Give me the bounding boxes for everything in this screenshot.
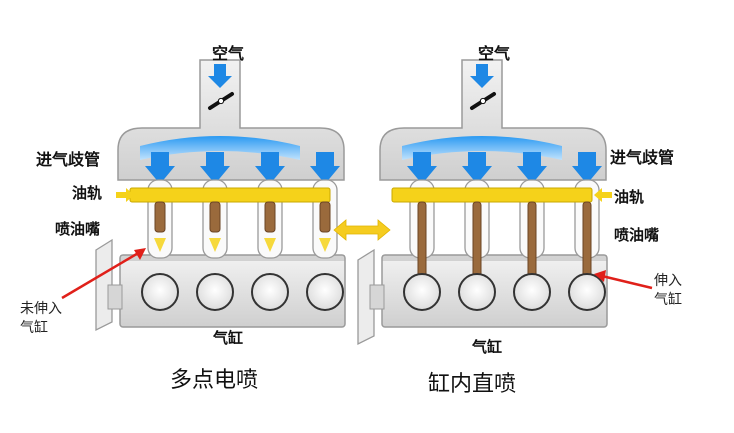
left-cylinder-3 [251, 273, 289, 311]
left-fuel-spray-3 [264, 238, 276, 252]
left-note-arrow-line [61, 250, 141, 300]
left-note-line-1: 未伸入 [20, 301, 62, 317]
right-injector-2 [472, 201, 482, 279]
left-airflow-band [140, 136, 300, 160]
left-cylinder-label: 气缸 [213, 329, 244, 347]
left-fuel-spray-4 [319, 238, 331, 252]
left-intake-manifold-label: 进气歧管 [36, 150, 101, 169]
right-note-arrow-head [594, 270, 606, 282]
left-airflow-arrow-2 [200, 152, 230, 184]
right-cylinder-1 [403, 273, 441, 311]
right-air-label: 空气 [478, 44, 511, 63]
right-block-top-edge [382, 255, 607, 261]
left-fuel-rail [129, 187, 331, 203]
right-fuel-rail-pointer [594, 188, 612, 202]
left-caption: 多点电喷 [170, 368, 259, 393]
right-throttle-pivot [479, 97, 487, 105]
right-injector-note: 伸入 气缸 [654, 272, 682, 310]
left-injector-note: 未伸入 气缸 [20, 300, 62, 338]
left-fuel-rail-label: 油轨 [72, 184, 103, 202]
right-caption: 缸内直喷 [428, 372, 517, 397]
left-block-top-edge [120, 255, 345, 261]
right-airflow-arrow-4 [572, 152, 602, 184]
left-airflow-arrow-4 [310, 152, 340, 184]
left-note-arrow-head [134, 248, 146, 260]
right-airflow-arrow-3 [517, 152, 547, 184]
right-injector-4 [582, 201, 592, 279]
right-cylinder-2 [458, 273, 496, 311]
left-injector-3 [264, 201, 276, 233]
comparison-double-arrow [333, 219, 391, 241]
right-injector-1 [417, 201, 427, 279]
left-fuel-rail-pointer [116, 188, 134, 202]
left-air-inlet-arrow [208, 64, 232, 88]
right-crank-hub [369, 284, 385, 310]
left-cylinder-2 [196, 273, 234, 311]
right-intake-manifold-label: 进气歧管 [610, 148, 675, 167]
right-fuel-rail [391, 187, 593, 203]
left-cylinder-4 [306, 273, 344, 311]
right-injector-label: 喷油嘴 [614, 226, 660, 244]
left-injector-2 [209, 201, 221, 233]
left-fuel-spray-2 [209, 238, 221, 252]
left-airflow-arrow-1 [145, 152, 175, 184]
left-fuel-spray-1 [154, 238, 166, 252]
left-injector-label: 喷油嘴 [55, 220, 101, 238]
left-airflow-arrow-3 [255, 152, 285, 184]
right-note-arrow-line [601, 274, 653, 290]
left-cylinder-1 [141, 273, 179, 311]
left-injector-1 [154, 201, 166, 233]
left-injector-4 [319, 201, 331, 233]
left-note-line-2: 气缸 [20, 319, 48, 336]
right-cylinder-4 [568, 273, 606, 311]
right-fuel-rail-label: 油轨 [614, 188, 645, 206]
right-airflow-arrow-1 [407, 152, 437, 184]
right-airflow-band [402, 136, 562, 160]
right-cylinder-label: 气缸 [472, 338, 503, 356]
left-crank-hub [107, 284, 123, 310]
left-air-label: 空气 [212, 44, 245, 63]
right-airflow-arrow-2 [462, 152, 492, 184]
right-note-line-1: 伸入 [654, 273, 682, 289]
right-cylinder-3 [513, 273, 551, 311]
right-note-line-2: 气缸 [654, 291, 682, 308]
right-flywheel [357, 248, 375, 346]
right-air-inlet-arrow [470, 64, 494, 88]
right-injector-3 [527, 201, 537, 279]
left-throttle-pivot [217, 97, 225, 105]
